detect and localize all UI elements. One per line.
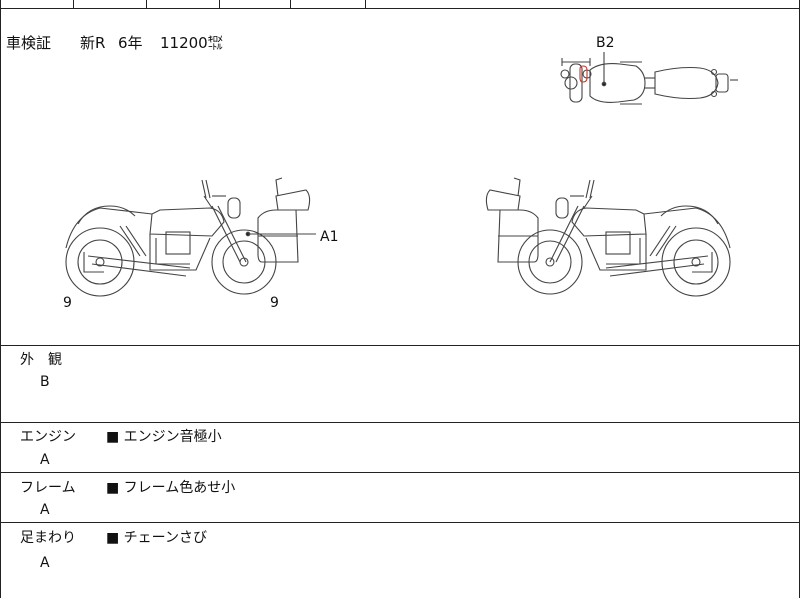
engine-label: エンジン: [20, 429, 76, 445]
inspection-label: 車検証: [6, 34, 52, 52]
top-header-strip: [0, 0, 800, 9]
suspension-note: ■ チェーンさび: [106, 530, 207, 546]
motorcycle-top-view: [560, 58, 738, 105]
header-cell: [291, 0, 366, 8]
section-divider: [0, 345, 800, 346]
engine-note: ■ エンジン音極小: [106, 429, 222, 445]
engine-grade: A: [40, 452, 50, 468]
section-divider: [0, 422, 800, 423]
frame-label: フレーム: [20, 480, 76, 496]
section-divider: [0, 522, 800, 523]
marker-a1-label: A1: [320, 229, 339, 245]
header-cell: [0, 0, 74, 8]
suspension-label: 足まわり: [20, 530, 76, 546]
section-divider: [0, 472, 800, 473]
header-cell: [220, 0, 291, 8]
exterior-label: 外 観: [20, 352, 62, 368]
frame-note: ■ フレーム色あせ小: [106, 480, 236, 496]
left-rear-wheel-grade: 9: [270, 295, 279, 311]
inspection-years: 6年: [118, 34, 143, 52]
left-front-wheel-grade: 9: [63, 295, 72, 311]
motorcycle-right-view: [485, 177, 731, 297]
motorcycle-left-view: [65, 177, 316, 297]
plate-type: 新R: [80, 34, 106, 52]
marker-b2-label: B2: [596, 35, 615, 51]
header-cell: [147, 0, 220, 8]
exterior-grade: B: [40, 374, 50, 390]
header-cell: [74, 0, 147, 8]
mileage-value: 11200㌖: [160, 34, 223, 52]
damage-marker-outline: [579, 65, 588, 83]
frame-grade: A: [40, 502, 50, 518]
suspension-grade: A: [40, 555, 50, 571]
